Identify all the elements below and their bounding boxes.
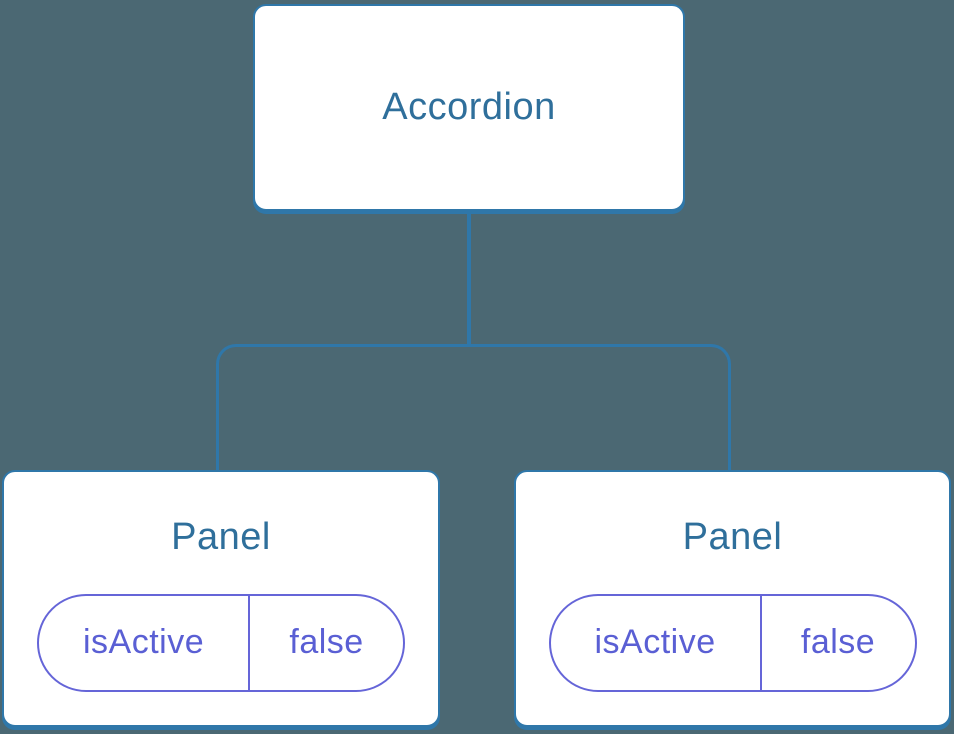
panel-node-label: Panel (171, 516, 271, 558)
state-value: false (289, 623, 364, 662)
state-pill: isActive false (37, 593, 405, 692)
state-name: isActive (551, 595, 762, 690)
accordion-node-label: Accordion (382, 85, 556, 128)
connector-bracket (216, 344, 731, 470)
state-value: false (800, 623, 876, 662)
accordion-node: Accordion (253, 4, 685, 211)
panel-node-right: Panel isActive false (514, 470, 951, 727)
panel-node-left: Panel isActive false (2, 470, 440, 727)
state-name: isActive (39, 595, 251, 690)
panel-node-label: Panel (682, 516, 783, 558)
connector-stem (467, 211, 471, 347)
state-pill: isActive false (548, 593, 917, 692)
